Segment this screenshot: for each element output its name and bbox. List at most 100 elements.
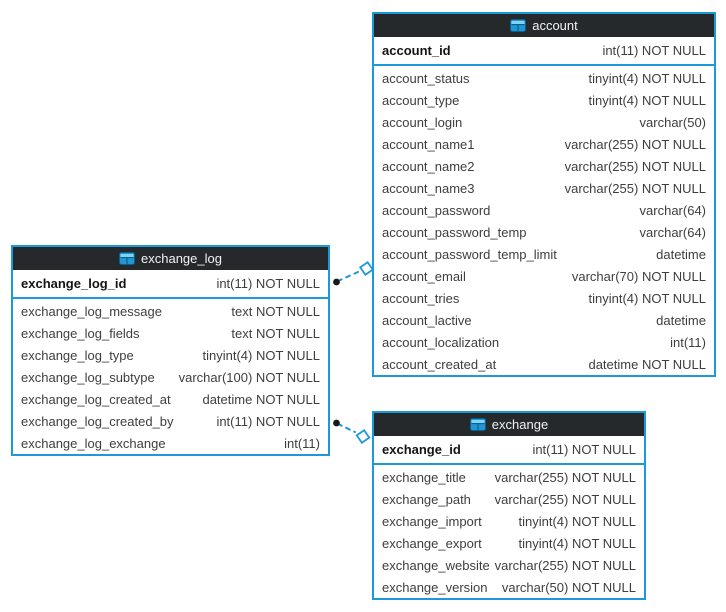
table-exchange_log[interactable]: exchange_log exchange_log_id int(11) NOT… bbox=[11, 245, 330, 456]
column-name: account_name1 bbox=[382, 136, 475, 152]
column-row[interactable]: account_lactive datetime bbox=[374, 309, 714, 331]
column-type: varchar(255) NOT NULL bbox=[494, 469, 636, 485]
connection-dot-icon bbox=[333, 278, 340, 286]
column-row[interactable]: account_email varchar(70) NOT NULL bbox=[374, 265, 714, 287]
column-name: exchange_export bbox=[382, 535, 482, 551]
relationship-line bbox=[337, 271, 359, 282]
column-name: account_id bbox=[382, 42, 451, 58]
column-list: exchange_title varchar(255) NOT NULL exc… bbox=[374, 466, 644, 598]
column-name: account_lactive bbox=[382, 312, 472, 328]
primary-key-row[interactable]: exchange_id int(11) NOT NULL bbox=[374, 436, 644, 462]
column-row[interactable]: account_name2 varchar(255) NOT NULL bbox=[374, 155, 714, 177]
column-name: account_localization bbox=[382, 334, 500, 350]
column-name: account_type bbox=[382, 92, 460, 108]
column-row[interactable]: account_localization int(11) bbox=[374, 331, 714, 353]
column-type: tinyint(4) NOT NULL bbox=[518, 513, 636, 529]
column-name: account_password_temp_limit bbox=[382, 246, 557, 262]
column-name: exchange_log_type bbox=[21, 347, 134, 363]
column-type: varchar(255) NOT NULL bbox=[494, 491, 636, 507]
column-type: text NOT NULL bbox=[231, 303, 320, 319]
column-row[interactable]: exchange_log_type tinyint(4) NOT NULL bbox=[13, 344, 328, 366]
primary-key-row[interactable]: account_id int(11) NOT NULL bbox=[374, 37, 714, 63]
column-row[interactable]: account_name3 varchar(255) NOT NULL bbox=[374, 177, 714, 199]
column-name: account_password_temp bbox=[382, 224, 527, 240]
column-name: exchange_website bbox=[382, 557, 490, 573]
column-row[interactable]: account_name1 varchar(255) NOT NULL bbox=[374, 133, 714, 155]
column-name: exchange_log_fields bbox=[21, 325, 140, 341]
column-type: varchar(50) NOT NULL bbox=[501, 579, 636, 595]
column-row[interactable]: account_password varchar(64) bbox=[374, 199, 714, 221]
column-row[interactable]: account_password_temp varchar(64) bbox=[374, 221, 714, 243]
column-name: account_name3 bbox=[382, 180, 475, 196]
column-type: datetime bbox=[656, 246, 706, 262]
column-row[interactable]: account_created_at datetime NOT NULL bbox=[374, 353, 714, 375]
column-type: varchar(100) NOT NULL bbox=[178, 369, 320, 385]
column-row[interactable]: exchange_website varchar(255) NOT NULL bbox=[374, 554, 644, 576]
column-name: exchange_log_exchange bbox=[21, 435, 166, 451]
table-title: exchange_log bbox=[141, 251, 222, 266]
column-type: datetime NOT NULL bbox=[588, 356, 706, 372]
table-account[interactable]: account account_id int(11) NOT NULL acco… bbox=[372, 12, 716, 377]
column-row[interactable]: exchange_log_created_at datetime NOT NUL… bbox=[13, 388, 328, 410]
relationship-exchange_log-account[interactable] bbox=[333, 260, 375, 286]
column-type: int(11) NOT NULL bbox=[532, 441, 636, 457]
column-row[interactable]: exchange_log_created_by int(11) NOT NULL bbox=[13, 410, 328, 432]
column-name: exchange_log_created_at bbox=[21, 391, 171, 407]
column-row[interactable]: account_tries tinyint(4) NOT NULL bbox=[374, 287, 714, 309]
pk-separator bbox=[13, 297, 328, 299]
column-type: tinyint(4) NOT NULL bbox=[588, 70, 706, 86]
column-name: account_password bbox=[382, 202, 491, 218]
column-row[interactable]: exchange_log_fields text NOT NULL bbox=[13, 322, 328, 344]
column-type: int(11) bbox=[284, 435, 320, 451]
column-type: varchar(255) NOT NULL bbox=[564, 180, 706, 196]
column-row[interactable]: account_status tinyint(4) NOT NULL bbox=[374, 67, 714, 89]
column-row[interactable]: account_type tinyint(4) NOT NULL bbox=[374, 89, 714, 111]
column-type: varchar(70) NOT NULL bbox=[571, 268, 706, 284]
column-row[interactable]: exchange_path varchar(255) NOT NULL bbox=[374, 488, 644, 510]
column-list: account_status tinyint(4) NOT NULL accou… bbox=[374, 67, 714, 375]
column-name: exchange_path bbox=[382, 491, 471, 507]
column-row[interactable]: account_login varchar(50) bbox=[374, 111, 714, 133]
column-name: account_login bbox=[382, 114, 463, 130]
column-name: exchange_log_message bbox=[21, 303, 162, 319]
column-name: exchange_title bbox=[382, 469, 466, 485]
column-name: exchange_log_subtype bbox=[21, 369, 155, 385]
column-name: account_name2 bbox=[382, 158, 475, 174]
relationship-exchange_log-exchange[interactable] bbox=[333, 419, 371, 445]
column-type: varchar(64) bbox=[639, 224, 706, 240]
column-type: tinyint(4) NOT NULL bbox=[202, 347, 320, 363]
table-exchange[interactable]: exchange exchange_id int(11) NOT NULL ex… bbox=[372, 411, 646, 600]
column-row[interactable]: exchange_version varchar(50) NOT NULL bbox=[374, 576, 644, 598]
column-row[interactable]: exchange_import tinyint(4) NOT NULL bbox=[374, 510, 644, 532]
connection-dot-icon bbox=[333, 419, 340, 427]
table-header[interactable]: account bbox=[374, 14, 714, 37]
table-icon bbox=[119, 252, 136, 265]
column-type: tinyint(4) NOT NULL bbox=[518, 535, 636, 551]
column-type: varchar(50) bbox=[639, 114, 706, 130]
column-type: int(11) NOT NULL bbox=[216, 413, 320, 429]
primary-key-row[interactable]: exchange_log_id int(11) NOT NULL bbox=[13, 270, 328, 296]
relationship-diamond-icon bbox=[358, 260, 375, 277]
column-name: exchange_import bbox=[382, 513, 482, 529]
pk-separator bbox=[374, 64, 714, 66]
column-type: varchar(64) bbox=[639, 202, 706, 218]
column-row[interactable]: exchange_export tinyint(4) NOT NULL bbox=[374, 532, 644, 554]
column-row[interactable]: account_password_temp_limit datetime bbox=[374, 243, 714, 265]
column-type: varchar(255) NOT NULL bbox=[564, 158, 706, 174]
table-header[interactable]: exchange bbox=[374, 413, 644, 436]
column-type: varchar(255) NOT NULL bbox=[564, 136, 706, 152]
column-type: datetime bbox=[656, 312, 706, 328]
column-name: exchange_id bbox=[382, 441, 461, 457]
column-type: tinyint(4) NOT NULL bbox=[588, 92, 706, 108]
table-header[interactable]: exchange_log bbox=[13, 247, 328, 270]
column-row[interactable]: exchange_log_message text NOT NULL bbox=[13, 300, 328, 322]
column-type: int(11) bbox=[670, 334, 706, 350]
column-row[interactable]: exchange_title varchar(255) NOT NULL bbox=[374, 466, 644, 488]
column-row[interactable]: exchange_log_exchange int(11) bbox=[13, 432, 328, 454]
column-type: datetime NOT NULL bbox=[202, 391, 320, 407]
column-name: exchange_log_id bbox=[21, 275, 127, 291]
column-type: tinyint(4) NOT NULL bbox=[588, 290, 706, 306]
column-list: exchange_log_message text NOT NULL excha… bbox=[13, 300, 328, 454]
column-name: exchange_log_created_by bbox=[21, 413, 174, 429]
column-row[interactable]: exchange_log_subtype varchar(100) NOT NU… bbox=[13, 366, 328, 388]
